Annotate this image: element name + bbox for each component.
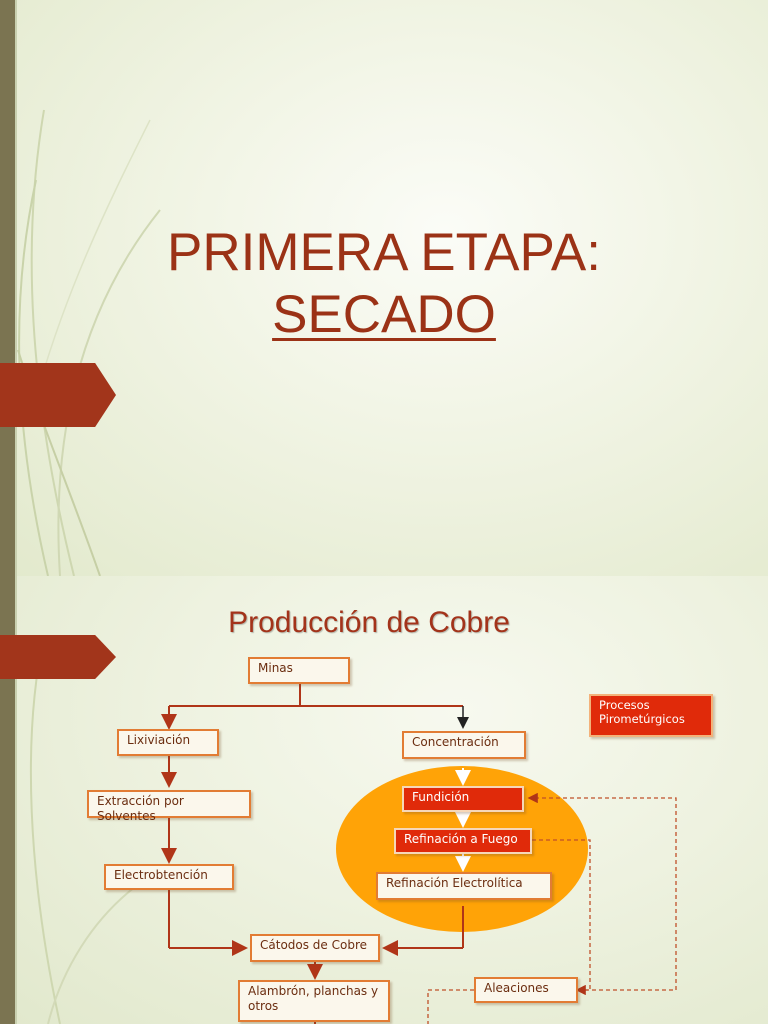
node-fundicion: Fundición [402,786,524,812]
node-extraccion-solventes: Extracción por Solventes [87,790,251,823]
title-line-2: SECADO [272,285,496,344]
arrow-tab-marker [0,363,116,427]
node-refinacion-electrolitica: Refinación Electrolítica [376,872,552,900]
node-electrobtencion: Electrobtención [104,864,234,890]
slide-title: PRIMERA ETAPA: SECADO [0,222,768,346]
node-refinacion-fuego: Refinación a Fuego [394,828,532,854]
slide-primera-etapa: PRIMERA ETAPA: SECADO [0,0,768,576]
left-accent-stripe [15,576,17,1024]
slide-produccion-cobre: Producción de Cobre [0,576,768,1024]
node-concentracion: Concentración [402,731,526,759]
slide-title: Producción de Cobre [228,606,510,639]
node-minas: Minas [248,657,350,684]
legend-procesos-pirometurgicos: Procesos Pirometúrgicos [589,694,713,737]
flow-connectors [161,684,677,1024]
node-lixiviacion: Lixiviación [117,729,219,756]
arrow-tab-marker [0,635,116,679]
title-line-1: PRIMERA ETAPA: [167,223,601,282]
node-alambron: Alambrón, planchas y otros [238,980,390,1022]
left-accent-stripe [15,0,17,576]
left-accent-bar [0,0,15,576]
node-aleaciones: Aleaciones [474,977,578,1003]
node-catodos-cobre: Cátodos de Cobre [250,934,380,962]
left-accent-bar [0,576,15,1024]
